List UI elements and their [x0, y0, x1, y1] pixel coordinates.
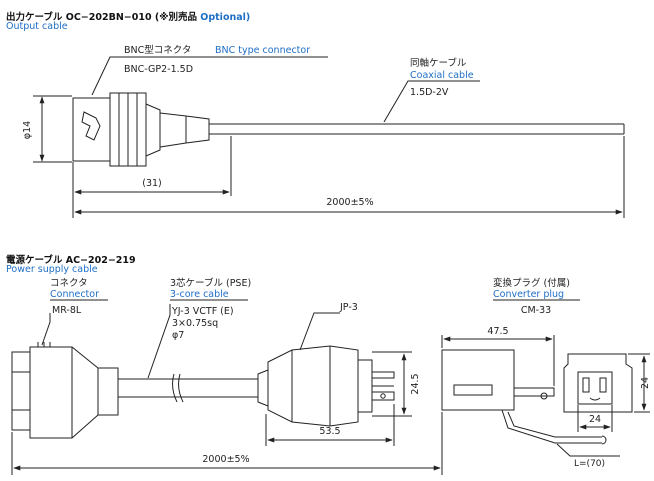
mr8l-connector-label-jp: コネクタ — [50, 278, 88, 289]
power-cord — [118, 373, 258, 403]
plug-height-dimension — [372, 351, 412, 417]
power-cable-labels: コネクタ Connector MR-8L 3芯ケーブル (PSE) 3-core… — [50, 277, 651, 469]
converter-label-en: Converter plug — [493, 289, 564, 300]
mr8l-leader — [41, 313, 51, 346]
coax-cable-label-jp: 同軸ケーブル — [410, 57, 467, 69]
output-cable-title: 出力ケーブル OC−202BN−010 (※別売品 Optional) — [6, 9, 250, 23]
mr8l-connector-model: MR-8L — [52, 305, 82, 316]
converter-front-view — [563, 353, 633, 413]
plug-length-label: 53.5 — [319, 426, 340, 437]
cable-label-jp: 3芯ケーブル (PSE) — [170, 277, 251, 289]
cable-spec-3: φ7 — [172, 330, 184, 341]
output-total-length-dimension — [74, 136, 625, 218]
power-total-length-label: 2000±5% — [202, 454, 249, 465]
output-cable-title-en: Output cable — [6, 21, 68, 32]
power-cable-drawing — [11, 299, 650, 475]
output-cable-drawing — [33, 56, 625, 218]
converter-length-label: 47.5 — [487, 326, 508, 337]
cable-leader — [147, 304, 171, 379]
lead-length-label: L=(70) — [574, 459, 605, 469]
cable-spec-1: YJ-3 VCTF (E) — [171, 306, 234, 317]
converter-width-label: 24 — [589, 414, 601, 425]
bnc-connector-label-en: BNC type connector — [215, 45, 310, 56]
coax-cable-model: 1.5D-2V — [410, 87, 449, 98]
connector-leader — [91, 56, 124, 96]
coax-cable — [209, 123, 625, 135]
converter-model: CM-33 — [521, 305, 551, 316]
converter-length-dimension — [441, 335, 555, 386]
output-cable-title-jp: 出力ケーブル OC−202BN−010 — [6, 12, 152, 23]
diameter-dimension — [33, 95, 72, 163]
jp3-leader — [299, 312, 340, 351]
converter-label-jp: 変換プラグ (付属) — [493, 277, 570, 289]
output-total-length-label: 2000±5% — [326, 197, 373, 208]
output-cable-title-note: (※別売品 — [154, 12, 197, 23]
converter-width-dimension — [577, 405, 613, 432]
power-total-length-dimension — [11, 412, 443, 475]
bnc-connector-model: BNC-GP2-1.5D — [124, 64, 193, 75]
power-cable-title-en: Power supply cable — [6, 264, 98, 275]
mr8l-connector-label-en: Connector — [50, 289, 99, 300]
cable-label-en: 3-core cable — [170, 289, 229, 300]
output-cable-title-optional: Optional) — [200, 12, 251, 23]
diameter-label: φ14 — [22, 121, 33, 139]
coax-cable-label-en: Coaxial cable — [410, 70, 474, 81]
jp3-plug — [257, 345, 395, 427]
bnc-connector — [72, 92, 210, 167]
output-cable-labels: BNC型コネクタ BNC type connector BNC-GP2-1.5D… — [22, 45, 474, 208]
jp3-plug-label: JP-3 — [339, 302, 358, 313]
cable-spec-2: 3×0.75sq — [172, 318, 218, 329]
mr8l-connector — [11, 342, 119, 439]
converter-plug — [441, 349, 607, 445]
coax-leader — [383, 80, 480, 123]
converter-height-dimension — [628, 353, 650, 413]
power-cable-title-jp: 電源ケーブル AC−202−219 — [6, 255, 136, 266]
bnc-connector-label-jp: BNC型コネクタ — [124, 45, 191, 56]
plug-length-dimension — [265, 404, 395, 446]
connector-length-label: (31) — [142, 178, 162, 189]
lead-length-leader — [556, 443, 620, 457]
converter-height-label: 24 — [640, 377, 651, 389]
connector-length-dimension — [72, 136, 232, 218]
plug-height-label: 24.5 — [410, 373, 421, 394]
